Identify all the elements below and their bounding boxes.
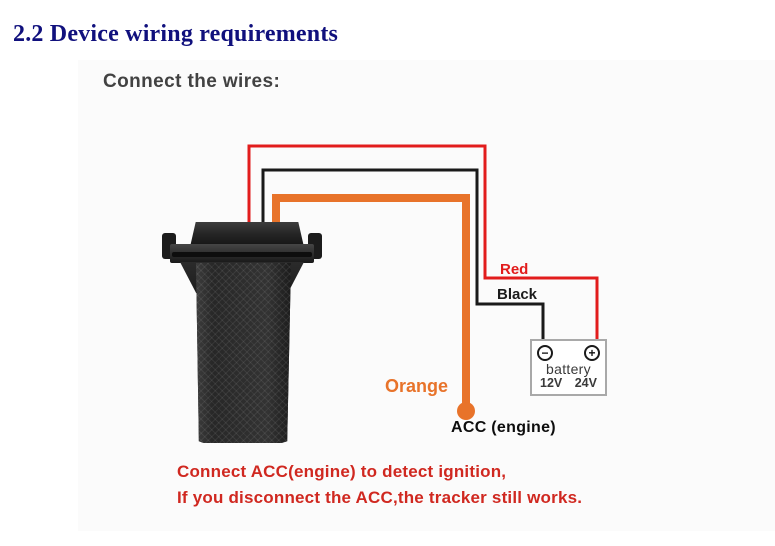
black-wire-label: Black <box>497 286 538 303</box>
orange-wire-label: Orange <box>385 376 449 396</box>
tracker-body <box>196 263 291 443</box>
diagram-subtitle: Connect the wires: <box>103 71 281 92</box>
black-wire <box>261 168 545 342</box>
battery-voltages: 12V 24V <box>540 376 597 390</box>
note-line-1: Connect ACC(engine) to detect ignition, <box>177 462 507 481</box>
plus-terminal-icon: + <box>584 345 600 361</box>
note-line-2: If you disconnect the ACC,the tracker st… <box>177 488 583 507</box>
red-wire <box>247 144 599 342</box>
section-title: 2.2 Device wiring requirements <box>13 21 339 47</box>
acc-engine-label: ACC (engine) <box>451 419 556 436</box>
orange-wire <box>272 194 470 403</box>
tracker-collar-groove <box>172 252 312 257</box>
battery-box: − + battery 12V 24V <box>530 339 607 396</box>
red-wire-label: Red <box>500 261 529 278</box>
acc-connector-icon <box>457 402 475 420</box>
minus-terminal-icon: − <box>537 345 553 361</box>
wiring-diagram-image <box>78 60 775 531</box>
battery-label: battery <box>546 361 591 377</box>
wiring-notes: Connect ACC(engine) to detect ignition, … <box>177 459 582 511</box>
tracker-collar <box>170 244 314 263</box>
tracker-top-cap <box>190 222 304 247</box>
